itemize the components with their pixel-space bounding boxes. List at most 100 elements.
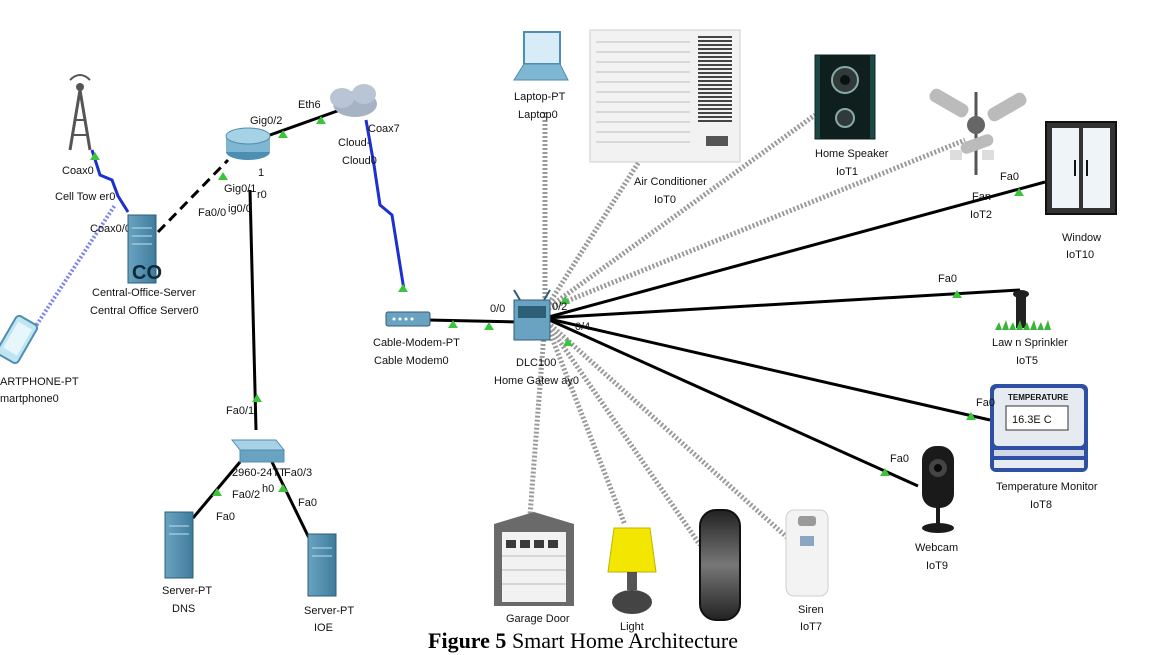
smartphone-icon[interactable] <box>0 314 39 365</box>
router-r0: r0 <box>257 189 267 201</box>
laptop-name: Laptop0 <box>518 109 558 121</box>
cable-modem-type: Cable-Modem-PT <box>373 337 460 349</box>
tempmon-port: Fa0 <box>976 397 995 409</box>
lamp-icon[interactable] <box>607 527 657 614</box>
wire-router-switch <box>248 189 258 431</box>
speaker-icon[interactable] <box>814 54 876 140</box>
coax-tower-office <box>90 149 130 213</box>
sprinkler-port: Fa0 <box>938 273 957 285</box>
gateway-port-00: 0/0 <box>490 303 505 315</box>
laptop-icon[interactable] <box>513 31 569 81</box>
wireless-link-door <box>542 318 703 547</box>
tempmon-name: IoT8 <box>1030 499 1052 511</box>
window-type: Window <box>1062 232 1101 244</box>
smartphone-name: martphone0 <box>0 393 59 405</box>
wire-sprinkler <box>544 288 1021 320</box>
fan-name: IoT2 <box>970 209 992 221</box>
webcam-type: Webcam <box>915 542 958 554</box>
sprinkler-icon[interactable] <box>995 290 1051 330</box>
cloud-name2: Cloud0 <box>342 155 377 167</box>
switch-fa01: Fa0/1 <box>226 405 254 417</box>
speaker-name: IoT1 <box>836 166 858 178</box>
switch-icon[interactable] <box>230 439 286 463</box>
cable-modem-name: Cable Modem0 <box>374 355 449 367</box>
server-icon[interactable] <box>307 533 337 597</box>
switch-fa02: Fa0/2 <box>232 489 260 501</box>
cloud-port: Coax7 <box>368 123 400 135</box>
server-icon[interactable] <box>164 511 194 579</box>
wireless-link-fan <box>544 137 966 313</box>
webcam-icon[interactable] <box>922 446 954 533</box>
gateway-type: DLC100 <box>516 357 556 369</box>
wireless-link-speaker <box>543 112 817 313</box>
dns-name: DNS <box>172 603 195 615</box>
cloud-eth: Eth6 <box>298 99 321 111</box>
tempmon-screen-title: TEMPERATURE <box>1008 393 1069 402</box>
cloud-icon[interactable] <box>330 84 377 117</box>
wire-router-cloud <box>269 108 341 137</box>
wire-switch-ioe <box>270 461 312 541</box>
ioe-name: IOE <box>314 622 333 634</box>
figure-label: Figure 5 <box>428 628 507 653</box>
switch-type: 2960-24TT <box>232 467 286 479</box>
wire-office-router <box>156 158 230 234</box>
speaker-type: Home Speaker <box>815 148 889 160</box>
smartphone-type: ARTPHONE-PT <box>0 376 79 388</box>
temperature-monitor-icon[interactable] <box>990 384 1088 472</box>
office-type: Central-Office-Server <box>92 287 196 299</box>
wire-window <box>544 180 1046 320</box>
cell-tower-port: Coax0/0 <box>90 223 131 235</box>
siren-icon[interactable] <box>785 509 829 597</box>
cloud-name: Cloud- <box>338 137 371 149</box>
wireless-link-aircon <box>542 158 643 312</box>
webcam-port: Fa0 <box>890 453 909 465</box>
garage-door-icon[interactable] <box>494 512 574 606</box>
office-badge: CO <box>132 262 162 284</box>
wireless-link-light <box>542 319 628 526</box>
siren-name: IoT7 <box>800 621 822 633</box>
switch-sub: h0 <box>262 483 274 495</box>
office-name: Central Office Server0 <box>90 305 199 317</box>
dns-type: Server-PT <box>162 585 212 597</box>
gateway-port-04: 0/4 <box>575 321 590 333</box>
figure-title: Smart Home Architecture <box>511 628 738 653</box>
light-type: Light <box>620 621 644 633</box>
home-gateway-icon[interactable] <box>513 289 551 341</box>
router-icon[interactable] <box>225 127 271 160</box>
gateway-port-02: 0/2 <box>552 301 567 313</box>
wireless-link-smartphone <box>28 203 117 337</box>
links <box>28 108 1046 547</box>
ceiling-fan-icon[interactable] <box>927 86 1028 175</box>
cell-tower-icon[interactable] <box>68 74 92 151</box>
cable-modem-icon[interactable] <box>385 311 431 327</box>
coax-cloud-modem <box>364 119 406 291</box>
siren-type: Siren <box>798 604 824 616</box>
server-icon[interactable] <box>127 214 157 284</box>
window-icon[interactable] <box>1045 121 1117 215</box>
cell-tower-name: Cell Tow er0 <box>55 191 115 203</box>
dns-port: Fa0 <box>216 511 235 523</box>
wire-webcam <box>544 316 919 488</box>
sprinkler-name: IoT5 <box>1016 355 1038 367</box>
air-conditioner-icon[interactable] <box>589 29 741 163</box>
router-port-mid: Gig0/1 <box>224 183 256 195</box>
ioe-port: Fa0 <box>298 497 317 509</box>
garage-type: Garage Door <box>506 613 570 625</box>
ioe-type: Server-PT <box>304 605 354 617</box>
switch-fa03: Fa0/3 <box>284 467 312 479</box>
gateway-name: Home Gatew ay0 <box>494 375 579 387</box>
aircon-name: IoT0 <box>654 194 676 206</box>
smart-door-icon[interactable] <box>699 509 741 621</box>
tempmon-type: Temperature Monitor <box>996 481 1098 493</box>
wire-modem-gateway <box>427 318 521 324</box>
router-port-low: ig0/0 <box>228 203 252 215</box>
tempmon-reading: 16.3E C <box>1012 414 1052 426</box>
wireless-link-garage <box>527 319 548 516</box>
window-name: IoT10 <box>1066 249 1094 261</box>
cell-tower-type: Coax0 <box>62 165 94 177</box>
router-fa: Fa0/0 <box>198 207 226 219</box>
aircon-type: Air Conditioner <box>634 176 707 188</box>
laptop-type: Laptop-PT <box>514 91 566 103</box>
fan-type: Fan <box>972 191 991 203</box>
